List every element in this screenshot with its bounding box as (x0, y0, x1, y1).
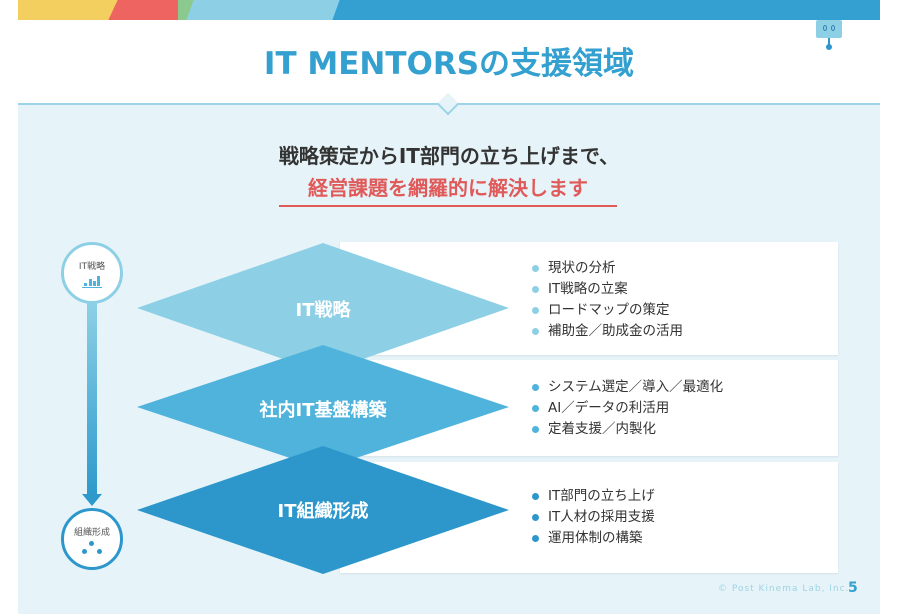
page-title: IT MENTORSの支援領域 (263, 46, 635, 82)
list-item: システム選定／導入／最適化 (532, 377, 723, 398)
list-item: IT戦略の立案 (532, 279, 683, 300)
headline-line1: 戦略策定からIT部門の立ち上げまで、 (278, 144, 620, 168)
layer-card-infrastructure: システム選定／導入／最適化 AI／データの利活用 定着支援／内製化 (340, 360, 838, 456)
layer-label: IT戦略 (295, 300, 351, 321)
layer-label: 社内IT基盤構築 (259, 400, 387, 421)
decorative-banner (18, 0, 880, 20)
layer-diamond-organization: IT組織形成 (137, 446, 509, 574)
list-item: 運用体制の構築 (532, 528, 655, 549)
arrow-head-icon (82, 494, 102, 506)
robot-mascot-icon (812, 20, 846, 50)
list-item: 現状の分析 (532, 258, 683, 279)
copyright: © Post Kinema Lab, Inc. (718, 584, 850, 594)
list-item: IT部門の立ち上げ (532, 486, 655, 507)
list-item: ロードマップの策定 (532, 300, 683, 321)
list-item: IT人材の採用支援 (532, 507, 655, 528)
list-item: 補助金／助成金の活用 (532, 321, 683, 342)
layer-diamond-strategy: IT戦略 (137, 243, 509, 373)
flow-start-label: IT戦略 (78, 262, 106, 272)
page-number: 5 (848, 580, 858, 596)
flow-start-circle: IT戦略 (61, 242, 123, 304)
org-chart-icon (81, 541, 103, 555)
layer-label: IT組織形成 (277, 501, 369, 522)
layer-diamond-infrastructure: 社内IT基盤構築 (137, 345, 509, 469)
list-item: 定着支援／内製化 (532, 419, 723, 440)
flow-end-circle: 組織形成 (61, 508, 123, 570)
bar-chart-icon (82, 276, 102, 288)
flow-arrow (87, 303, 97, 495)
list-item: AI／データの利活用 (532, 398, 723, 419)
flow-end-label: 組織形成 (73, 528, 110, 538)
headline-line2: 経営課題を網羅的に解決します (279, 172, 617, 207)
